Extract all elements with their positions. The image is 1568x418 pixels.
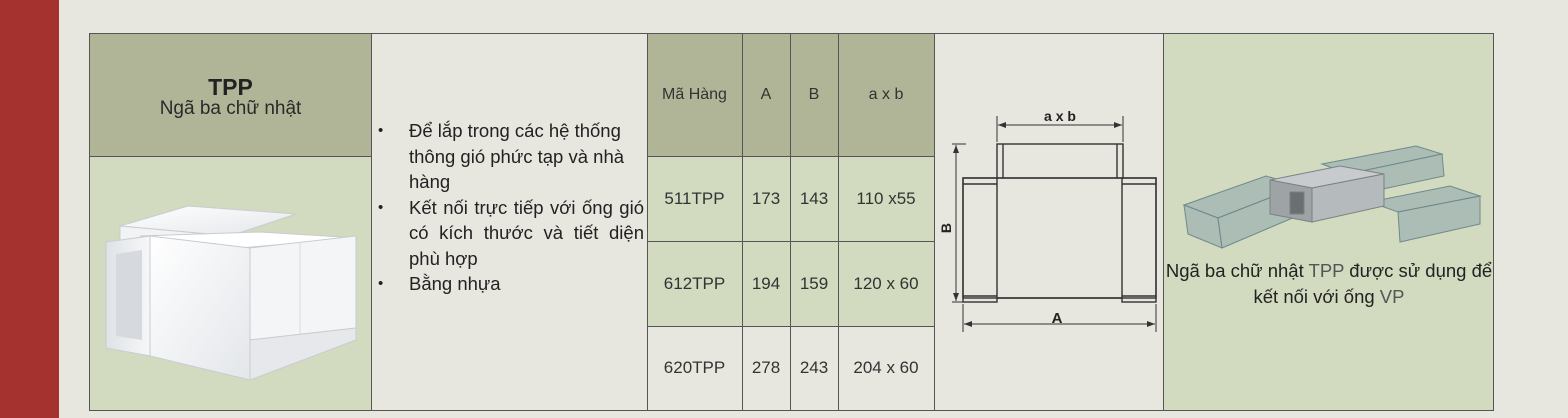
caption-text: được sử dụng để kết nối với ống xyxy=(1253,260,1493,307)
table-cell: 173 xyxy=(751,188,781,208)
usage-illustration xyxy=(1182,145,1482,249)
header-a: A xyxy=(760,86,772,103)
table-cell: 204 x 60 xyxy=(853,358,919,377)
header-b: B xyxy=(808,86,820,103)
divider xyxy=(838,33,839,411)
header-axb: a x b xyxy=(868,86,904,103)
description-list: Để lắp trong các hệ thống thông gió phức… xyxy=(378,118,644,297)
header-ma-hang: Mã Hàng xyxy=(662,86,727,103)
title-cell xyxy=(90,34,371,156)
divider xyxy=(647,241,934,242)
divider xyxy=(371,33,372,411)
diagram-label-axb: a x b xyxy=(1044,108,1076,124)
table-cell: 120 x 60 xyxy=(853,273,919,293)
description-item: Bằng nhựa xyxy=(378,271,644,297)
table-cell: 278 xyxy=(751,358,781,377)
product-title: TPP Ngã ba chữ nhật xyxy=(90,34,371,156)
diagram-label-a: A xyxy=(1052,310,1063,327)
divider xyxy=(647,33,648,411)
divider xyxy=(90,156,371,157)
product-name: Ngã ba chữ nhật xyxy=(159,98,302,119)
diagram-label-b: B xyxy=(938,223,954,233)
tee-product-image xyxy=(105,205,359,381)
divider xyxy=(790,33,791,411)
caption-text: Ngã ba chữ nhật xyxy=(1165,260,1309,281)
table-cell: 243 xyxy=(799,358,829,377)
caption-code: TPP xyxy=(1308,260,1345,281)
divider xyxy=(742,33,743,411)
table-cell: 159 xyxy=(799,273,829,293)
table-cell: 194 xyxy=(751,273,781,293)
dimension-diagram: a x b B A xyxy=(938,108,1157,332)
divider xyxy=(647,326,934,327)
product-code: TPP xyxy=(208,74,253,100)
diagram-cell xyxy=(934,34,1163,410)
table-cell: 620TPP xyxy=(663,358,726,377)
table-cell: 612TPP xyxy=(663,273,726,293)
usage-caption: Ngã ba chữ nhật TPP được sử dụng để kết … xyxy=(1165,258,1493,310)
table-frame xyxy=(89,33,1494,411)
caption-code: VP xyxy=(1379,286,1405,307)
description-item: Để lắp trong các hệ thống thông gió phức… xyxy=(378,118,644,195)
divider xyxy=(934,33,935,411)
side-accent-bar xyxy=(0,0,59,418)
divider xyxy=(647,156,934,157)
divider xyxy=(1163,33,1164,411)
table-cell: 511TPP xyxy=(664,188,725,208)
table-cell: 110 x55 xyxy=(856,188,916,208)
description-item: Kết nối trực tiếp với ống gió có kích th… xyxy=(378,195,644,272)
table-cell: 143 xyxy=(799,188,829,208)
